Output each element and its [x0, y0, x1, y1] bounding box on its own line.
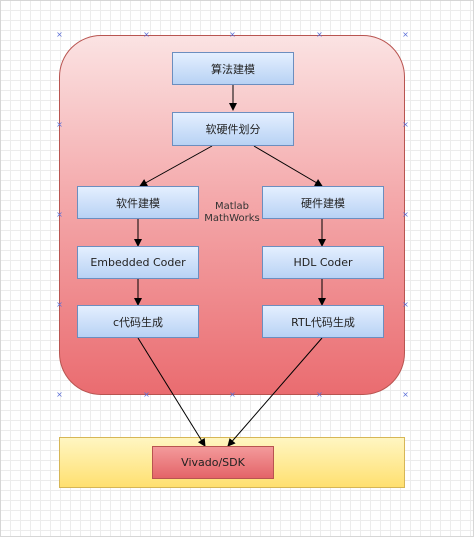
resize-handle-icon[interactable]: × [316, 390, 323, 399]
node-vivado-sdk[interactable]: Vivado/SDK [152, 446, 274, 479]
node-hdl-coder[interactable]: HDL Coder [262, 246, 384, 279]
resize-handle-icon[interactable]: × [229, 390, 236, 399]
node-embedded-coder[interactable]: Embedded Coder [77, 246, 199, 279]
edge-partition-to-hardware[interactable] [253, 145, 323, 187]
resize-handle-icon[interactable]: × [56, 30, 63, 39]
matlab-mathworks-label[interactable]: Matlab MathWorks [198, 201, 266, 225]
node-rtl-code-gen[interactable]: RTL代码生成 [262, 305, 384, 338]
edge-partition-to-software[interactable] [139, 145, 213, 187]
resize-handle-icon[interactable]: × [56, 120, 63, 129]
node-c-code-gen[interactable]: c代码生成 [77, 305, 199, 338]
node-label: 软硬件划分 [205, 123, 261, 136]
node-label: 算法建模 [211, 62, 255, 76]
resize-handle-icon[interactable]: × [402, 120, 409, 129]
resize-handle-icon[interactable]: × [402, 30, 409, 39]
node-label: c代码生成 [112, 315, 164, 329]
node-label: Vivado/SDK [181, 456, 245, 469]
node-software-modeling[interactable]: 软件建模 [77, 186, 199, 219]
resize-handle-icon[interactable]: × [402, 210, 409, 219]
edge-rtl-to-vivado[interactable] [227, 337, 323, 447]
resize-handle-icon[interactable]: × [143, 30, 150, 39]
resize-handle-icon[interactable]: × [143, 390, 150, 399]
label-line-2: MathWorks [204, 213, 260, 224]
node-label: HDL Coder [293, 256, 353, 269]
resize-handle-icon[interactable]: × [402, 300, 409, 309]
resize-handle-icon[interactable]: × [316, 30, 323, 39]
resize-handle-icon[interactable]: × [56, 300, 63, 309]
resize-handle-icon[interactable]: × [56, 390, 63, 399]
node-label: 硬件建模 [301, 196, 345, 210]
node-hardware-modeling[interactable]: 硬件建模 [262, 186, 384, 219]
node-label: Embedded Coder [90, 256, 186, 269]
label-line-1: Matlab [215, 201, 249, 212]
edge-c-to-vivado[interactable] [137, 337, 206, 447]
resize-handle-icon[interactable]: × [229, 30, 236, 39]
resize-handle-icon[interactable]: × [402, 390, 409, 399]
node-label: RTL代码生成 [291, 315, 355, 329]
node-algorithm-modeling[interactable]: 算法建模 [172, 52, 294, 85]
node-label: 软件建模 [116, 196, 160, 210]
node-hw-sw-partition[interactable]: 软硬件划分 [172, 112, 294, 146]
resize-handle-icon[interactable]: × [56, 210, 63, 219]
